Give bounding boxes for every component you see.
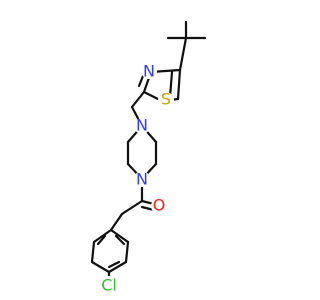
bond-ring-c5-c6 [90,240,96,264]
molecule-canvas: N S N N O Cl [90,20,207,295]
bond-ring-inner-3 [96,234,107,246]
atom-label-piperazine-top-nitrogen: N [136,116,148,135]
atom-label-thiazole-nitrogen: N [143,62,155,81]
atom-bg-piperazine-bottom-n [134,171,150,187]
bond-carbonyl-ch2 [120,199,144,216]
atom-label-layer: N S N N O Cl [101,62,171,295]
atom-label-thiazole-sulfur: S [161,90,171,109]
bond-ring-c4-c5 [90,260,111,274]
bond-ch2-aromatic [109,212,124,232]
atom-label-background-layer [96,63,174,294]
atom-bg-chlorine [96,276,122,294]
molecule-structure: N S N N O Cl [90,20,207,295]
bond-ch2-thiazole [130,90,146,109]
bond-ring-c2-c3 [124,240,130,264]
atom-label-chlorine: Cl [101,276,117,295]
atom-bg-carbonyl-o [151,198,167,214]
bond-ring-c6-c1 [92,228,113,244]
atom-label-piperazine-bottom-nitrogen: N [136,170,148,189]
bond-ring-c1-c2 [109,228,130,244]
bond-thiazole-c4-c5 [176,68,182,101]
atom-bg-thiazole-n [141,63,157,79]
bond-ring-inner-1 [114,234,126,246]
atom-label-carbonyl-oxygen: O [153,196,166,215]
atom-bg-thiazole-s [158,92,174,108]
bond-ring-c3-c4 [107,260,128,274]
bond-thiazole-c4-c5-double [168,70,174,99]
atom-bg-piperazine-top-n [134,118,150,134]
bond-ring-inner-2 [107,260,121,269]
bond-tbutyl-to-ring [178,36,188,72]
